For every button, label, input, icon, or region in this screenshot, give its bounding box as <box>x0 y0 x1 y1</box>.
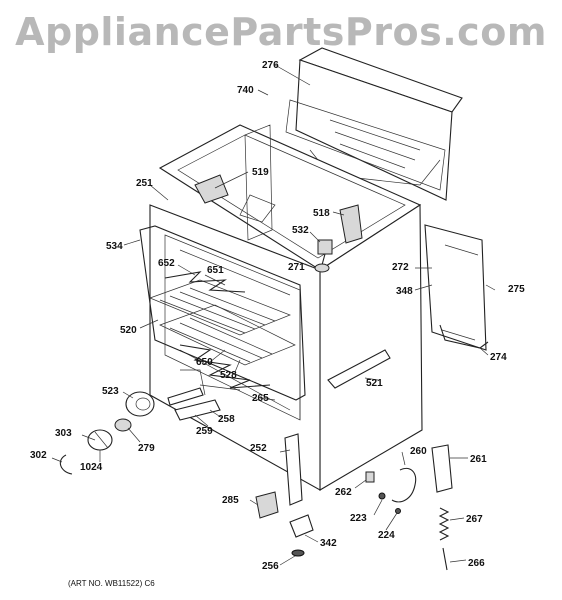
label-262: 262 <box>335 487 352 498</box>
socket-279 <box>114 418 132 432</box>
label-342: 342 <box>320 538 337 549</box>
hinge-260 <box>391 467 417 503</box>
harness-274 <box>439 324 489 349</box>
part-labels: 276 740 519 251 518 532 534 652 651 271 … <box>30 60 525 572</box>
label-275: 275 <box>508 284 525 295</box>
door-gasket-534 <box>139 225 306 401</box>
leg-256 <box>291 549 305 557</box>
label-303: 303 <box>55 428 72 439</box>
clip-262 <box>365 471 375 483</box>
label-302: 302 <box>30 450 47 461</box>
label-348: 348 <box>396 286 413 297</box>
back-cover-275 <box>424 224 487 351</box>
inner-bracket <box>239 194 276 223</box>
label-223: 223 <box>350 513 367 524</box>
glide-259 <box>167 387 204 406</box>
label-276: 276 <box>262 60 279 71</box>
art-number: (ART NO. WB11522) C6 <box>68 579 155 588</box>
switch-285 <box>255 491 279 519</box>
knob-523 <box>125 391 155 417</box>
label-285: 285 <box>222 495 239 506</box>
bake-element-528 <box>179 344 271 389</box>
label-274: 274 <box>490 352 507 363</box>
label-740: 740 <box>237 85 254 96</box>
label-528: 528 <box>220 370 237 381</box>
spring-267 <box>438 507 450 541</box>
watermark-logo: AppliancePartsPros.com <box>15 10 547 54</box>
label-523: 523 <box>102 386 119 397</box>
label-265: 265 <box>252 393 269 404</box>
label-651: 651 <box>207 265 224 276</box>
label-261: 261 <box>470 454 487 465</box>
label-272: 272 <box>392 262 409 273</box>
screw-224 <box>395 508 401 514</box>
label-279: 279 <box>138 443 155 454</box>
label-521: 521 <box>366 378 383 389</box>
label-532: 532 <box>292 225 309 236</box>
rod-266 <box>442 547 448 571</box>
label-251: 251 <box>136 178 153 189</box>
hinge-261 <box>431 444 453 493</box>
label-252: 252 <box>250 443 267 454</box>
thermostat-532 <box>314 239 333 273</box>
glide-258 <box>174 399 221 421</box>
sensor-518 <box>339 204 363 244</box>
screw-223 <box>378 492 386 500</box>
oven-racks <box>149 279 296 366</box>
bulb-1024 <box>87 429 113 451</box>
label-520: 520 <box>120 325 137 336</box>
label-259: 259 <box>196 426 213 437</box>
vent-519 <box>194 174 229 204</box>
label-650: 650 <box>196 357 213 368</box>
broil-element-652 <box>164 271 246 293</box>
lens-303 <box>59 454 73 475</box>
label-519: 519 <box>252 167 269 178</box>
label-652: 652 <box>158 258 175 269</box>
label-534: 534 <box>106 241 123 252</box>
label-271: 271 <box>288 262 305 273</box>
handle-521 <box>327 349 391 389</box>
label-518: 518 <box>313 208 330 219</box>
oven-body <box>149 124 423 491</box>
bracket-265 <box>180 369 241 396</box>
bracket-252 <box>284 433 303 506</box>
label-258: 258 <box>218 414 235 425</box>
label-1024: 1024 <box>80 462 103 473</box>
bracket-342 <box>289 514 314 538</box>
label-256: 256 <box>262 561 279 572</box>
label-224: 224 <box>378 530 395 541</box>
leader-lines <box>51 64 496 566</box>
label-267: 267 <box>466 514 483 525</box>
label-260: 260 <box>410 446 427 457</box>
label-266: 266 <box>468 558 485 569</box>
